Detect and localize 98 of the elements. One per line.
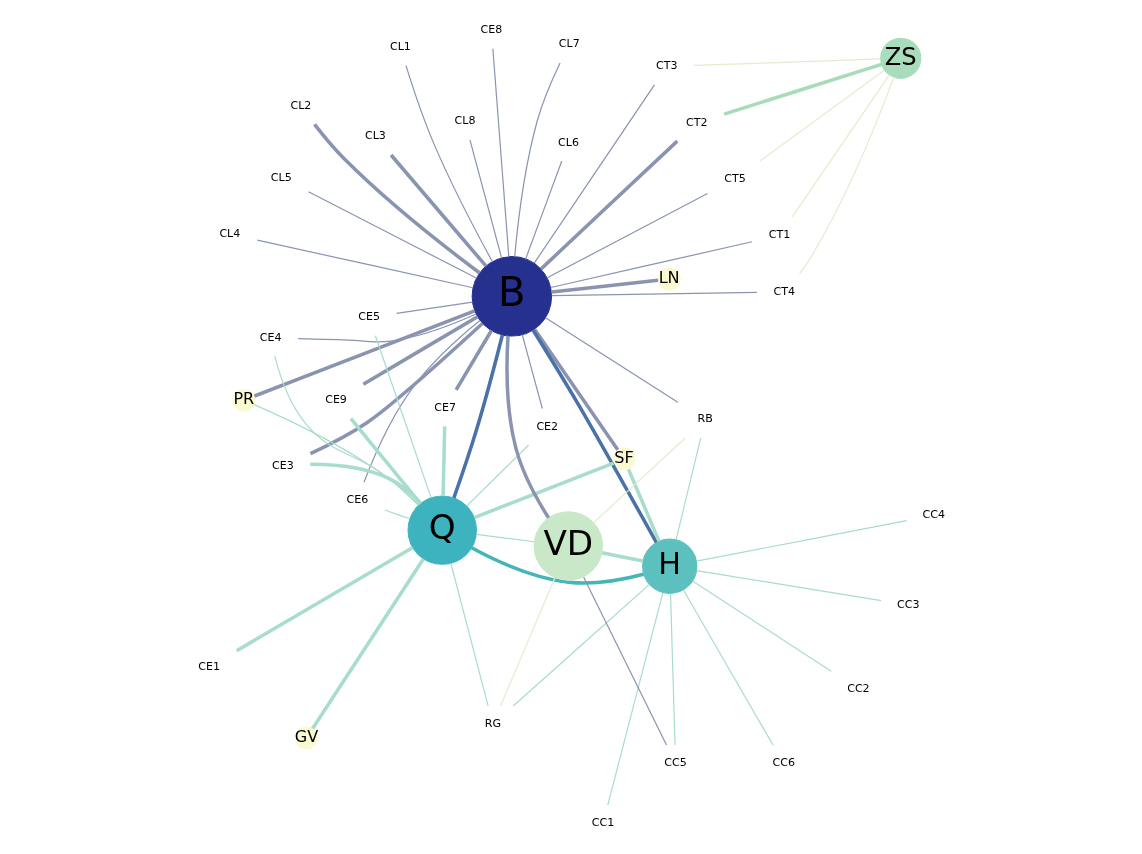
- node-text: CE7: [433, 401, 456, 415]
- node-text: CE8: [480, 23, 502, 37]
- connector: [253, 309, 475, 398]
- node-text: CE9: [324, 393, 347, 407]
- connector: [691, 580, 832, 672]
- node-circle: VD: [533, 511, 603, 581]
- connector: [310, 558, 425, 730]
- connector: [312, 123, 481, 275]
- connector: [669, 593, 676, 746]
- connector: [499, 577, 555, 707]
- connector: [309, 462, 422, 505]
- connector: [374, 335, 432, 498]
- connector: [798, 76, 894, 275]
- node-circle: SF: [612, 447, 636, 471]
- node-text: CL5: [270, 170, 292, 184]
- connector: [582, 576, 667, 746]
- connector: [253, 404, 420, 506]
- connector: [349, 417, 422, 505]
- connector: [521, 334, 543, 410]
- connector: [256, 239, 474, 289]
- connector: [395, 301, 473, 314]
- connector: [389, 153, 487, 268]
- connector: [449, 562, 489, 707]
- connector: [524, 160, 562, 260]
- connector: [454, 329, 493, 391]
- node-text: CL2: [289, 98, 311, 112]
- connector: [592, 437, 686, 524]
- connector: [601, 551, 643, 563]
- connector: [473, 461, 614, 520]
- connector: [235, 545, 414, 653]
- node-text: CE5: [357, 310, 380, 324]
- node-text: CE4: [259, 330, 282, 344]
- connector: [361, 315, 478, 386]
- connector: [692, 58, 881, 67]
- connector: [675, 437, 701, 541]
- connector: [546, 192, 708, 279]
- connector: [606, 592, 663, 806]
- connector: [695, 570, 882, 602]
- connector: [504, 335, 550, 519]
- node-text: CT1: [768, 228, 790, 242]
- node-text: CC5: [663, 756, 687, 770]
- connector: [475, 533, 535, 543]
- node-circle: Q: [407, 495, 477, 565]
- connector: [758, 69, 885, 162]
- connector: [440, 426, 446, 496]
- node-text: CL6: [557, 135, 579, 149]
- node-text: CT2: [685, 115, 708, 129]
- node-circle: PR: [231, 388, 255, 412]
- node-text: CE3: [271, 458, 294, 472]
- node-text: CC2: [846, 681, 870, 695]
- connector: [550, 291, 758, 297]
- node-text: CL1: [389, 39, 411, 53]
- node-circle: H: [641, 538, 697, 594]
- node-text: CL4: [218, 226, 240, 240]
- connector: [470, 546, 644, 585]
- node-text: CT5: [723, 171, 746, 185]
- connector: [404, 65, 493, 263]
- connector: [513, 62, 561, 258]
- node-text: CC1: [591, 816, 614, 830]
- node-text: CC3: [896, 597, 920, 611]
- node-text: CT4: [772, 284, 795, 298]
- node-text: CL8: [454, 114, 475, 128]
- connector: [307, 191, 477, 279]
- node-text: CL3: [364, 129, 386, 143]
- node-circle: ZS: [879, 37, 921, 79]
- connector: [297, 313, 477, 343]
- connector: [790, 74, 890, 218]
- node-circle: LN: [657, 267, 681, 291]
- node-text: CL7: [558, 37, 580, 51]
- connector: [539, 139, 678, 271]
- connector: [695, 520, 907, 562]
- node-text: CC6: [772, 756, 795, 770]
- connector: [273, 355, 419, 507]
- connector: [362, 319, 480, 483]
- connector: [531, 329, 658, 544]
- node-text: CE1: [197, 659, 220, 673]
- node-text: RG: [484, 717, 501, 730]
- connector: [451, 334, 504, 499]
- connector: [468, 139, 502, 259]
- connector: [512, 583, 650, 707]
- connector: [682, 589, 774, 746]
- node-circle: GV: [294, 726, 318, 750]
- connector: [309, 322, 484, 456]
- node-text: CE2: [535, 419, 558, 433]
- node-text: CC4: [922, 508, 945, 522]
- node-text: RB: [697, 412, 713, 426]
- node-text: CT3: [655, 59, 678, 73]
- connector: [544, 317, 678, 403]
- connector: [533, 84, 655, 264]
- connector: [383, 509, 410, 520]
- node-circle: B: [471, 256, 552, 337]
- node-text: CE6: [346, 493, 368, 507]
- connector: [491, 48, 509, 258]
- connector: [626, 468, 661, 542]
- connector: [532, 328, 619, 451]
- connector: [550, 278, 658, 294]
- connector: [465, 444, 529, 507]
- connector: [723, 62, 882, 116]
